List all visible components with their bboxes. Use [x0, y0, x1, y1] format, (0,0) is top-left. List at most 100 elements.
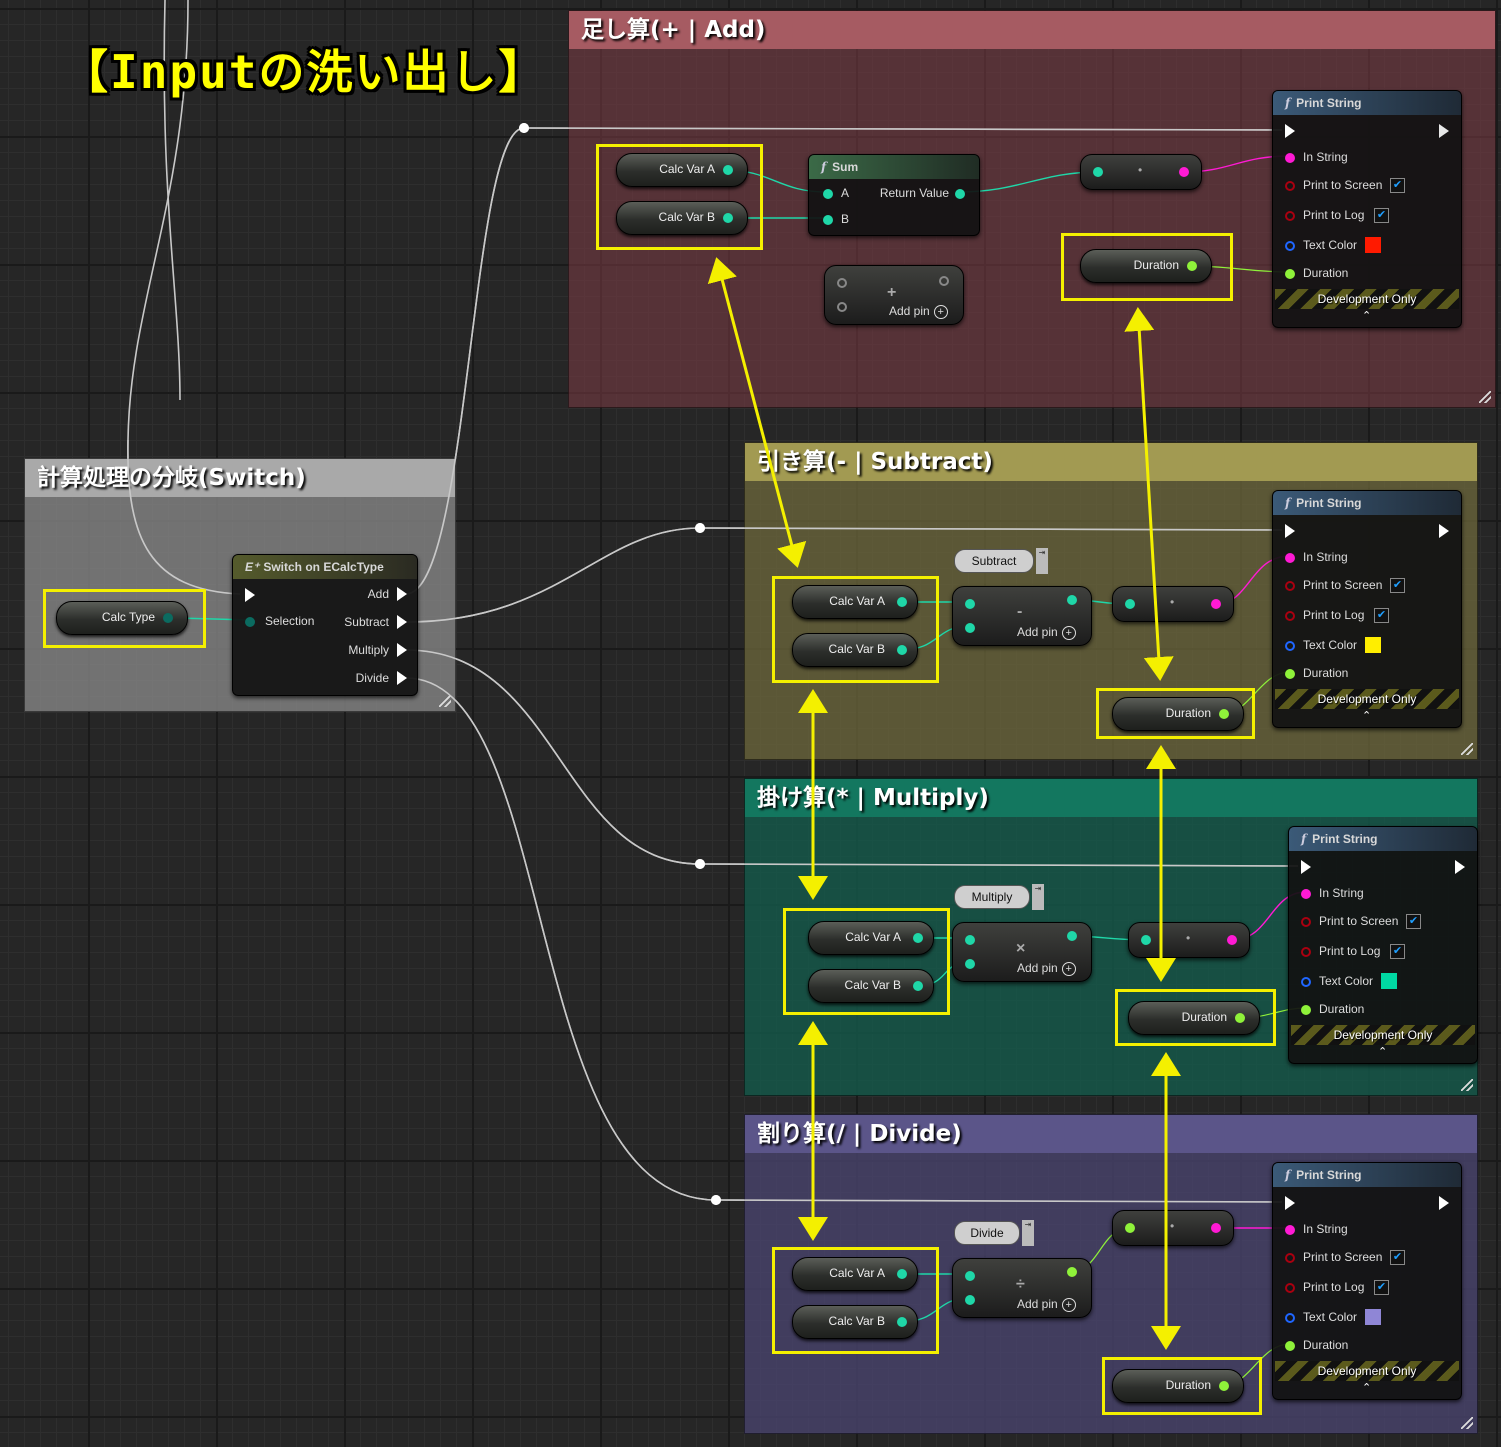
text-color-swatch[interactable] [1365, 237, 1381, 253]
float-output-pin[interactable] [1219, 709, 1229, 719]
float-input-pin[interactable] [1093, 167, 1103, 177]
collapse-caret-icon[interactable]: ⌃ [1362, 310, 1372, 322]
sum-input-b-pin[interactable] [823, 215, 833, 225]
float-output-pin[interactable] [1067, 595, 1077, 605]
duration-pin[interactable] [1285, 269, 1295, 279]
pin-icon[interactable]: ⇥ [1036, 548, 1048, 574]
float-output-pin[interactable] [1067, 931, 1077, 941]
text-color-pin[interactable] [1285, 1313, 1295, 1323]
print-to-screen-checkbox[interactable]: ✔ [1390, 1250, 1405, 1265]
subtract-node[interactable]: - Add pin+ [952, 586, 1092, 646]
add-pin-button[interactable]: Add pin+ [889, 304, 948, 319]
calc-var-a-variable[interactable]: Calc Var A [808, 921, 934, 955]
resize-handle[interactable] [439, 695, 451, 707]
float-input-pin[interactable] [965, 959, 975, 969]
exec-output-pin[interactable] [1455, 860, 1465, 874]
float-output-pin[interactable] [1219, 1381, 1229, 1391]
exec-input-pin[interactable] [245, 588, 255, 602]
exec-output-divide[interactable] [397, 671, 407, 685]
text-color-swatch[interactable] [1381, 973, 1397, 989]
switch-node[interactable]: E⁺Switch on ECalcType Selection Add Subt… [232, 554, 418, 696]
calc-var-a-variable[interactable]: Calc Var A [792, 585, 918, 619]
add-pin-button[interactable]: Add pin+ [1017, 625, 1076, 640]
exec-input-pin[interactable] [1285, 524, 1295, 538]
float-output-pin[interactable] [897, 1317, 907, 1327]
in-string-pin[interactable] [1301, 889, 1311, 899]
float-output-pin[interactable] [913, 981, 923, 991]
float-input-pin[interactable] [1125, 1223, 1135, 1233]
print-to-log-checkbox[interactable]: ✔ [1374, 608, 1389, 623]
string-output-pin[interactable] [1227, 935, 1237, 945]
text-color-pin[interactable] [1301, 977, 1311, 987]
float-input-pin[interactable] [965, 1295, 975, 1305]
print-to-log-checkbox[interactable]: ✔ [1374, 208, 1389, 223]
sum-input-a-pin[interactable] [823, 189, 833, 199]
to-string-conversion[interactable]: • [1080, 154, 1202, 190]
calc-var-b-variable[interactable]: Calc Var B [792, 1305, 918, 1339]
float-output-pin[interactable] [723, 165, 733, 175]
text-color-swatch[interactable] [1365, 637, 1381, 653]
float-input-pin[interactable] [965, 935, 975, 945]
calc-var-b-variable[interactable]: Calc Var B [616, 201, 748, 235]
print-to-screen-pin[interactable] [1285, 1253, 1295, 1263]
resize-handle[interactable] [1461, 1079, 1473, 1091]
print-to-log-checkbox[interactable]: ✔ [1390, 944, 1405, 959]
calc-var-b-variable[interactable]: Calc Var B [808, 969, 934, 1003]
text-color-pin[interactable] [1285, 641, 1295, 651]
collapse-caret-icon[interactable]: ⌃ [1362, 1382, 1372, 1394]
in-string-pin[interactable] [1285, 153, 1295, 163]
return-value-pin[interactable] [955, 189, 965, 199]
float-output-pin[interactable] [897, 597, 907, 607]
exec-input-pin[interactable] [1285, 124, 1295, 138]
add-pin-button[interactable]: Add pin+ [1017, 1297, 1076, 1312]
print-to-log-pin[interactable] [1285, 211, 1295, 221]
print-to-screen-checkbox[interactable]: ✔ [1390, 178, 1405, 193]
string-output-pin[interactable] [1211, 1223, 1221, 1233]
calc-var-a-variable[interactable]: Calc Var A [792, 1257, 918, 1291]
duration-pin[interactable] [1301, 1005, 1311, 1015]
selection-pin[interactable] [245, 617, 255, 627]
duration-pin[interactable] [1285, 669, 1295, 679]
exec-output-subtract[interactable] [397, 615, 407, 629]
float-output-pin[interactable] [897, 645, 907, 655]
exec-output-pin[interactable] [1439, 524, 1449, 538]
text-color-swatch[interactable] [1365, 1309, 1381, 1325]
collapse-caret-icon[interactable]: ⌃ [1378, 1046, 1388, 1058]
float-output-pin[interactable] [939, 276, 949, 286]
duration-pin[interactable] [1285, 1341, 1295, 1351]
duration-variable[interactable]: Duration [1112, 697, 1244, 731]
exec-output-pin[interactable] [1439, 124, 1449, 138]
float-output-pin[interactable] [1235, 1013, 1245, 1023]
pin-icon[interactable]: ⇥ [1032, 884, 1044, 910]
float-input-pin[interactable] [965, 623, 975, 633]
print-to-screen-checkbox[interactable]: ✔ [1406, 914, 1421, 929]
in-string-pin[interactable] [1285, 553, 1295, 563]
print-to-log-pin[interactable] [1285, 611, 1295, 621]
resize-handle[interactable] [1461, 1417, 1473, 1429]
add-node-unconnected[interactable]: + Add pin+ [824, 265, 964, 325]
text-color-pin[interactable] [1285, 241, 1295, 251]
float-input-pin[interactable] [965, 1271, 975, 1281]
print-to-screen-pin[interactable] [1285, 181, 1295, 191]
calc-var-a-variable[interactable]: Calc Var A [616, 153, 748, 187]
calc-var-b-variable[interactable]: Calc Var B [792, 633, 918, 667]
float-output-pin[interactable] [1067, 1267, 1077, 1277]
float-output-pin[interactable] [913, 933, 923, 943]
print-to-screen-checkbox[interactable]: ✔ [1390, 578, 1405, 593]
float-output-pin[interactable] [897, 1269, 907, 1279]
multiply-node[interactable]: × Add pin+ [952, 922, 1092, 982]
float-input-pin[interactable] [837, 302, 847, 312]
print-to-screen-pin[interactable] [1301, 917, 1311, 927]
duration-variable[interactable]: Duration [1080, 249, 1212, 283]
duration-variable[interactable]: Duration [1112, 1369, 1244, 1403]
in-string-pin[interactable] [1285, 1225, 1295, 1235]
exec-input-pin[interactable] [1301, 860, 1311, 874]
print-to-log-pin[interactable] [1285, 1283, 1295, 1293]
duration-variable[interactable]: Duration [1128, 1001, 1260, 1035]
float-output-pin[interactable] [723, 213, 733, 223]
print-to-log-checkbox[interactable]: ✔ [1374, 1280, 1389, 1295]
